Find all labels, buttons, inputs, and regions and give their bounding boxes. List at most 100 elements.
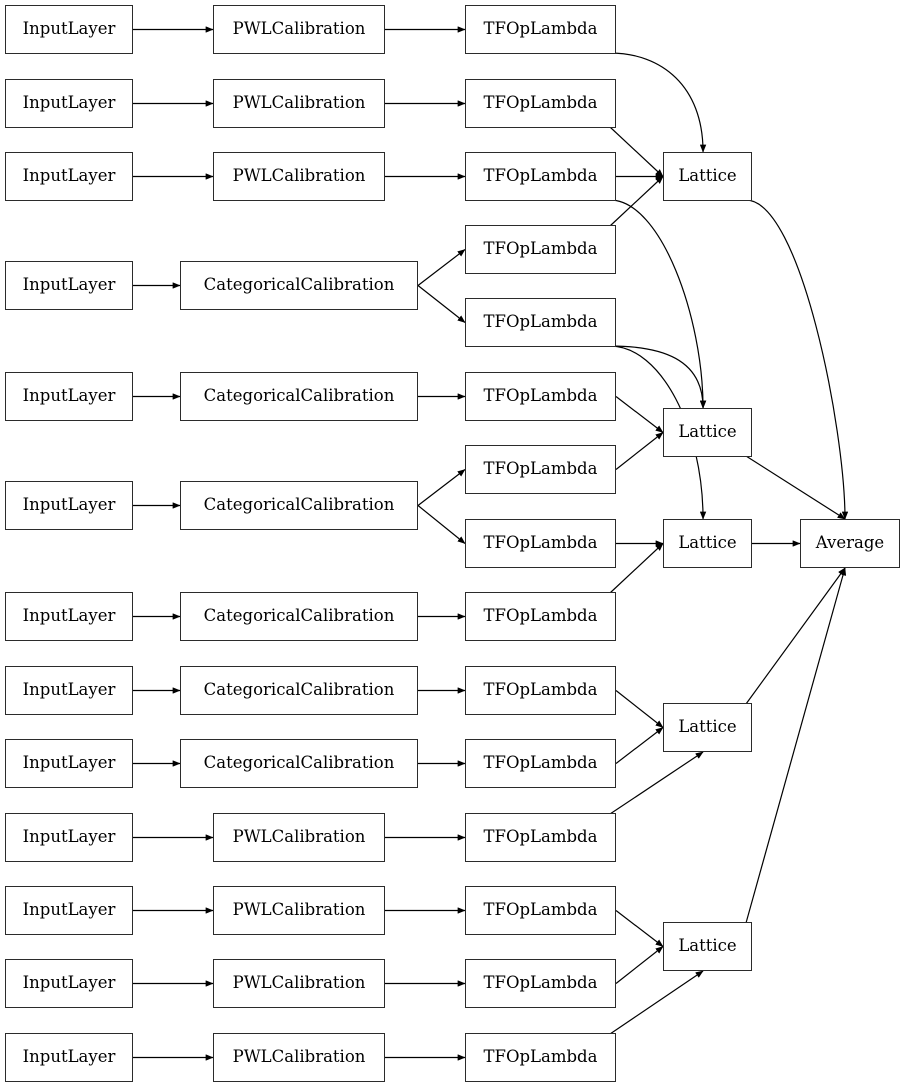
node-label: TFOpLambda xyxy=(483,93,598,113)
edge-lat4-to-avg xyxy=(745,567,846,705)
edge-op4-to-lat1 xyxy=(609,176,664,227)
node-cal11[interactable]: PWLCalibration xyxy=(213,886,385,935)
node-in2[interactable]: InputLayer xyxy=(5,79,133,128)
node-in10[interactable]: InputLayer xyxy=(5,813,133,862)
node-op15[interactable]: TFOpLambda xyxy=(465,1033,616,1082)
node-label: PWLCalibration xyxy=(232,93,366,113)
node-cal4[interactable]: CategoricalCalibration xyxy=(180,261,418,310)
node-cal10[interactable]: PWLCalibration xyxy=(213,813,385,862)
node-op12[interactable]: TFOpLambda xyxy=(465,813,616,862)
node-cal12[interactable]: PWLCalibration xyxy=(213,959,385,1008)
node-op2[interactable]: TFOpLambda xyxy=(465,79,616,128)
node-label: InputLayer xyxy=(22,386,116,406)
node-op14[interactable]: TFOpLambda xyxy=(465,959,616,1008)
edge-lat5-to-avg xyxy=(745,567,847,924)
edge-op11-to-lat4 xyxy=(615,727,664,764)
node-label: Lattice xyxy=(678,717,737,737)
node-in1[interactable]: InputLayer xyxy=(5,5,133,54)
node-in3[interactable]: InputLayer xyxy=(5,152,133,201)
node-cal6[interactable]: CategoricalCalibration xyxy=(180,481,418,530)
edge-cal4-to-op4 xyxy=(417,249,466,286)
node-label: TFOpLambda xyxy=(483,533,598,553)
node-label: TFOpLambda xyxy=(483,973,598,993)
node-label: CategoricalCalibration xyxy=(203,680,395,700)
node-label: TFOpLambda xyxy=(483,166,598,186)
node-lat5[interactable]: Lattice xyxy=(663,922,752,971)
node-label: PWLCalibration xyxy=(232,827,366,847)
node-op1[interactable]: TFOpLambda xyxy=(465,5,616,54)
edge-op9-to-lat3 xyxy=(609,543,664,594)
edge-lat2-to-avg xyxy=(745,455,846,520)
node-op6[interactable]: TFOpLambda xyxy=(465,372,616,421)
node-label: Lattice xyxy=(678,422,737,442)
edge-op6-to-lat2 xyxy=(615,396,664,433)
node-in9[interactable]: InputLayer xyxy=(5,739,133,788)
node-label: InputLayer xyxy=(22,753,116,773)
node-in13[interactable]: InputLayer xyxy=(5,1033,133,1082)
node-label: InputLayer xyxy=(22,606,116,626)
node-in11[interactable]: InputLayer xyxy=(5,886,133,935)
node-avg[interactable]: Average xyxy=(800,519,900,568)
node-label: Lattice xyxy=(678,166,737,186)
node-cal9[interactable]: CategoricalCalibration xyxy=(180,739,418,788)
node-op3[interactable]: TFOpLambda xyxy=(465,152,616,201)
node-op13[interactable]: TFOpLambda xyxy=(465,886,616,935)
node-cal3[interactable]: PWLCalibration xyxy=(213,152,385,201)
node-label: PWLCalibration xyxy=(232,900,366,920)
edge-lat1-to-avg xyxy=(745,199,849,520)
node-label: TFOpLambda xyxy=(483,900,598,920)
node-label: InputLayer xyxy=(22,973,116,993)
node-label: PWLCalibration xyxy=(232,973,366,993)
node-cal13[interactable]: PWLCalibration xyxy=(213,1033,385,1082)
node-op9[interactable]: TFOpLambda xyxy=(465,592,616,641)
node-op8[interactable]: TFOpLambda xyxy=(465,519,616,568)
node-op11[interactable]: TFOpLambda xyxy=(465,739,616,788)
node-lat4[interactable]: Lattice xyxy=(663,703,752,752)
edge-cal6-to-op8 xyxy=(417,505,466,544)
node-label: TFOpLambda xyxy=(483,680,598,700)
edge-op13-to-lat5 xyxy=(615,910,664,947)
node-in12[interactable]: InputLayer xyxy=(5,959,133,1008)
node-label: Lattice xyxy=(678,936,737,956)
node-in5[interactable]: InputLayer xyxy=(5,372,133,421)
node-label: CategoricalCalibration xyxy=(203,753,395,773)
node-label: PWLCalibration xyxy=(232,1047,366,1067)
edge-op1-to-lat1 xyxy=(609,52,707,153)
node-label: PWLCalibration xyxy=(232,19,366,39)
node-in6[interactable]: InputLayer xyxy=(5,481,133,530)
node-op10[interactable]: TFOpLambda xyxy=(465,666,616,715)
node-cal7[interactable]: CategoricalCalibration xyxy=(180,592,418,641)
node-label: TFOpLambda xyxy=(483,827,598,847)
node-cal1[interactable]: PWLCalibration xyxy=(213,5,385,54)
edge-cal4-to-op5 xyxy=(417,285,466,323)
node-op5[interactable]: TFOpLambda xyxy=(465,298,616,347)
node-lat3[interactable]: Lattice xyxy=(663,519,752,568)
node-cal8[interactable]: CategoricalCalibration xyxy=(180,666,418,715)
node-label: InputLayer xyxy=(22,93,116,113)
node-label: InputLayer xyxy=(22,827,116,847)
node-op4[interactable]: TFOpLambda xyxy=(465,225,616,274)
node-label: TFOpLambda xyxy=(483,1047,598,1067)
node-label: InputLayer xyxy=(22,275,116,295)
edge-op14-to-lat5 xyxy=(615,946,664,984)
node-label: CategoricalCalibration xyxy=(203,386,395,406)
node-cal2[interactable]: PWLCalibration xyxy=(213,79,385,128)
edge-op5-to-lat2 xyxy=(609,345,707,409)
edge-op12-to-lat4 xyxy=(609,751,704,815)
node-label: Average xyxy=(815,533,885,553)
node-label: InputLayer xyxy=(22,495,116,515)
node-in7[interactable]: InputLayer xyxy=(5,592,133,641)
node-lat2[interactable]: Lattice xyxy=(663,408,752,457)
edge-op15-to-lat5 xyxy=(609,970,704,1035)
edge-op2-to-lat1 xyxy=(609,126,664,177)
node-lat1[interactable]: Lattice xyxy=(663,152,752,201)
node-cal5[interactable]: CategoricalCalibration xyxy=(180,372,418,421)
node-op7[interactable]: TFOpLambda xyxy=(465,445,616,494)
node-label: CategoricalCalibration xyxy=(203,275,395,295)
node-label: TFOpLambda xyxy=(483,753,598,773)
node-label: InputLayer xyxy=(22,680,116,700)
node-in4[interactable]: InputLayer xyxy=(5,261,133,310)
node-in8[interactable]: InputLayer xyxy=(5,666,133,715)
